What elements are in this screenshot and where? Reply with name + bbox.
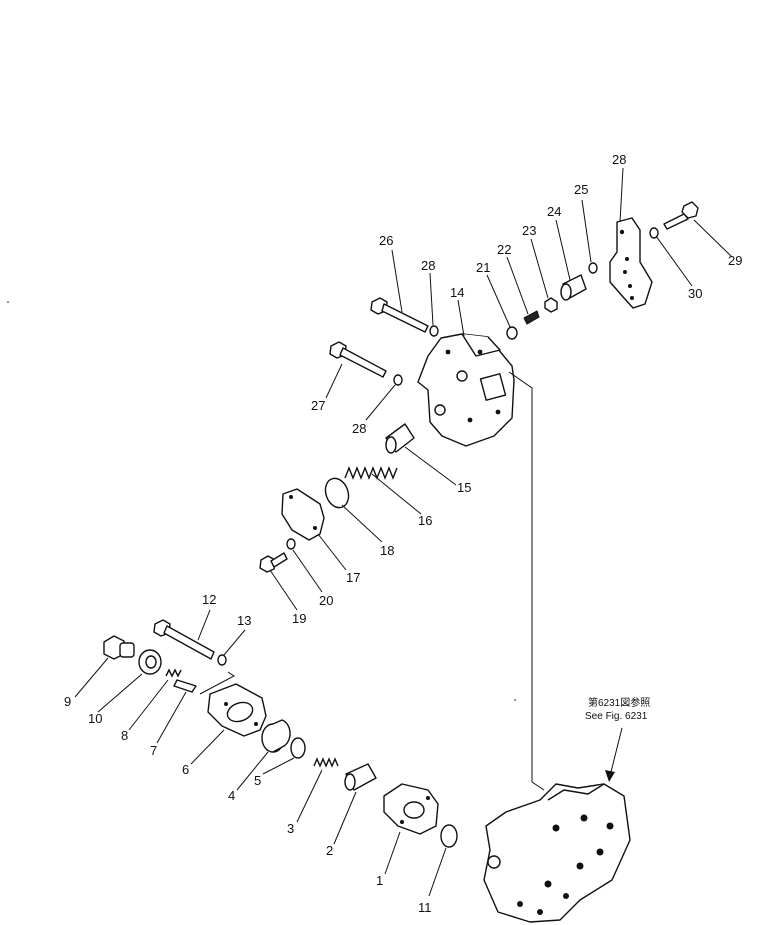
reference-note: 第6231図参照 See Fig. 6231	[585, 696, 650, 722]
label-26: 26	[379, 233, 393, 248]
reference-note-english: See Fig. 6231	[585, 711, 648, 722]
part-15-plunger	[385, 423, 415, 454]
label-10: 10	[88, 711, 102, 726]
label-9: 9	[64, 694, 71, 709]
part-24-sleeve	[560, 274, 587, 301]
part-11-o-ring	[440, 824, 458, 848]
reference-note-japanese: 第6231図参照	[588, 696, 650, 709]
label-16: 16	[418, 513, 432, 528]
label-7: 7	[150, 743, 157, 758]
label-29: 28	[612, 152, 626, 167]
label-11: 11	[418, 900, 432, 915]
part-14-valve-body	[417, 333, 515, 447]
leader-lines	[74, 167, 732, 897]
label-1: 1	[376, 873, 383, 888]
label-31: 30	[688, 286, 702, 301]
part-1-body	[383, 783, 439, 835]
label-23: 23	[522, 223, 536, 238]
part-31-washer	[649, 227, 659, 239]
label-24: 24	[547, 204, 561, 219]
label-3: 3	[287, 821, 294, 836]
part-12-bolt	[153, 619, 215, 660]
label-28-upper: 28	[421, 258, 435, 273]
label-25: 25	[574, 182, 588, 197]
label-22: 22	[497, 242, 511, 257]
part-7-needle	[173, 679, 197, 693]
label-14: 14	[450, 285, 464, 300]
label-20: 20	[319, 593, 333, 608]
label-17: 17	[346, 570, 360, 585]
label-6: 6	[182, 762, 189, 777]
part-28-washer-upper	[429, 325, 439, 337]
part-4-piston	[261, 719, 291, 753]
part-27-bolt	[329, 341, 387, 378]
part-13-washer	[217, 654, 227, 666]
part-20-washer	[286, 538, 296, 550]
part-28-washer-lower	[393, 374, 403, 386]
part-25-o-ring	[588, 262, 598, 274]
label-5: 5	[254, 773, 261, 788]
part-3-spring	[313, 757, 339, 768]
part-2-sleeve	[344, 763, 377, 791]
part-29-bracket	[609, 217, 653, 309]
part-number-labels: 28 29 30 25 24 23 22 21 26 28 14 27 28 1…	[64, 152, 742, 915]
part-26-bolt	[370, 297, 429, 333]
part-6-housing	[207, 683, 267, 737]
part-17-cover	[281, 488, 325, 541]
part-18-o-ring	[324, 477, 350, 509]
part-16-spring	[344, 466, 398, 480]
part-8-spring	[165, 668, 182, 678]
part-19-bolt	[259, 552, 288, 573]
label-4: 4	[228, 788, 235, 803]
part-30-bolt	[663, 201, 699, 230]
label-2: 2	[326, 843, 333, 858]
part-9-plug	[103, 635, 135, 660]
part-5-o-ring	[290, 737, 306, 759]
label-8: 8	[121, 728, 128, 743]
label-27: 27	[311, 398, 325, 413]
label-28-lower: 28	[352, 421, 366, 436]
part-22-set-screw	[523, 310, 540, 325]
label-19: 19	[292, 611, 306, 626]
part-23-nut	[544, 297, 558, 313]
part-21-washer	[506, 326, 518, 340]
label-18: 18	[380, 543, 394, 558]
label-13: 13	[237, 613, 251, 628]
part-10-nut	[138, 649, 162, 675]
label-21: 21	[476, 260, 490, 275]
main-valve-block	[483, 783, 631, 923]
label-12: 12	[202, 592, 216, 607]
label-30: 29	[728, 253, 742, 268]
label-15: 15	[457, 480, 471, 495]
